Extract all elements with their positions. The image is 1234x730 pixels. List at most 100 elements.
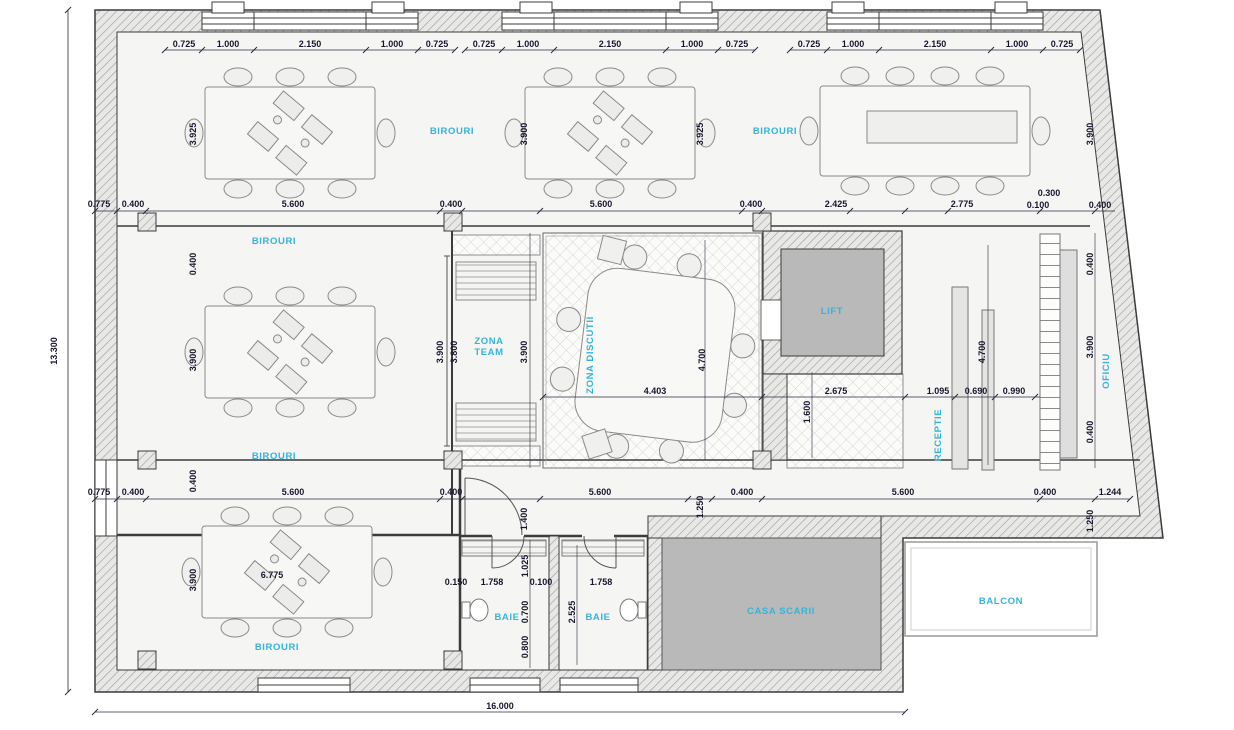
dimension-label: 0.400: [122, 199, 145, 209]
room-label-oficiu: OFICIU: [1101, 353, 1112, 389]
dimension-label: 0.400: [1034, 487, 1057, 497]
dimension-label: 0.400: [122, 487, 145, 497]
dimension-label: 0.775: [88, 487, 111, 497]
bathroom-door-arc: [583, 535, 617, 569]
chair: [581, 428, 613, 460]
dimension-label: 2.150: [924, 39, 947, 49]
dimension-label: 16.000: [486, 701, 514, 711]
dimension-label: 3.900: [188, 349, 198, 372]
meeting-table: [549, 244, 756, 464]
column: [752, 450, 772, 470]
room-label-birouri: BIROURI: [753, 126, 797, 137]
dimension-label: 5.600: [892, 487, 915, 497]
dimension-label: 0.690: [965, 386, 988, 396]
door-arcs: [464, 477, 617, 569]
dimension-label: 0.150: [445, 577, 468, 587]
dimension-label: 0.100: [530, 577, 553, 587]
dimension-label: 1.250: [695, 496, 705, 519]
dimension-label: 0.775: [88, 199, 111, 209]
dimension-label: 4.403: [644, 386, 667, 396]
dimension-label: 1.000: [842, 39, 865, 49]
dimension-label: 1.400: [519, 508, 529, 531]
room-label-receptie: RECEPTIE: [933, 409, 944, 461]
dimension-label: 0.800: [520, 636, 530, 659]
room-label-lift: LIFT: [821, 306, 843, 317]
dimension-label: 2.150: [599, 39, 622, 49]
column: [752, 212, 772, 232]
dimension-label: 2.150: [299, 39, 322, 49]
dimension-label: 0.725: [798, 39, 821, 49]
dimension-label: 0.300: [1038, 188, 1061, 198]
column: [137, 650, 157, 670]
bathroom-dividing-wall: [548, 535, 560, 671]
dimension-label: 0.400: [1085, 421, 1095, 444]
room-label-birouri: BIROURI: [252, 236, 296, 247]
toilet-icon: [637, 601, 647, 619]
toilet-icon: [461, 601, 471, 619]
dimension-label: 0.400: [740, 199, 763, 209]
office-desk-group: [184, 286, 396, 418]
office-desk-group: [799, 66, 1051, 196]
dimension-label: 0.725: [173, 39, 196, 49]
dimension-label: 2.775: [951, 199, 974, 209]
facade-windows: [201, 1, 1044, 31]
lift-shaft: [760, 230, 903, 375]
dimension-label: 1.025: [520, 555, 530, 578]
dimension-label: 0.400: [440, 487, 463, 497]
glass-partitions: [542, 232, 763, 468]
dimension-label: 4.700: [697, 349, 707, 372]
dimension-label: 0.400: [731, 487, 754, 497]
dimension-label: 5.600: [282, 199, 305, 209]
column: [443, 450, 463, 470]
dimension-label: 1.000: [381, 39, 404, 49]
bathroom-door-arc: [491, 535, 525, 569]
dimension-label: 0.400: [188, 253, 198, 276]
oficiu-cabinets: [1039, 233, 1078, 471]
room-label-balcon: BALCON: [979, 596, 1023, 607]
staircase-block: [647, 515, 882, 671]
dimension-label: 5.600: [589, 487, 612, 497]
column: [137, 450, 157, 470]
dimension-label: 2.525: [567, 601, 577, 624]
dimension-label: 2.675: [825, 386, 848, 396]
room-label-baie: BAIE: [585, 612, 610, 623]
column: [443, 650, 463, 670]
zona-team-benches: [444, 255, 537, 447]
room-label-birouri: BIROURI: [255, 642, 299, 653]
dimension-label: 5.600: [282, 487, 305, 497]
dimension-label: 4.700: [977, 341, 987, 364]
column: [443, 212, 463, 232]
entrance-door-arc: [464, 477, 523, 536]
zona-team-strip-bottom: [451, 445, 541, 467]
wall-stub: [762, 373, 788, 461]
dimension-label: 0.725: [426, 39, 449, 49]
dimension-label: 0.100: [1027, 200, 1050, 210]
room-label-zona-discutii: ZONA DISCUTII: [585, 316, 596, 394]
dimension-label: 1.600: [802, 401, 812, 424]
office-desk-group: [504, 67, 716, 199]
dimension-label: 3.925: [695, 123, 705, 146]
room-label-baie: BAIE: [494, 612, 519, 623]
dimension-label: 1.000: [217, 39, 240, 49]
office-desk-group: [181, 506, 393, 638]
bathroom-fixtures: [461, 539, 647, 622]
dimension-label: 2.425: [825, 199, 848, 209]
dimension-label: 5.600: [590, 199, 613, 209]
dimension-label: 3.900: [519, 341, 529, 364]
dimension-label: 1.095: [927, 386, 950, 396]
dimension-label: 0.400: [1085, 253, 1095, 276]
dimension-label: 0.725: [1051, 39, 1074, 49]
dimension-label: 0.400: [1089, 200, 1112, 210]
dimension-label: 0.990: [1003, 386, 1026, 396]
dimension-label: 13.300: [49, 337, 59, 365]
rear-windows: [94, 459, 639, 693]
dimension-label: 1.000: [1006, 39, 1029, 49]
dimension-label: 1.244: [1099, 487, 1122, 497]
dimension-label: 0.725: [473, 39, 496, 49]
balcony-area: [904, 541, 1098, 637]
dimension-label: 1.000: [681, 39, 704, 49]
